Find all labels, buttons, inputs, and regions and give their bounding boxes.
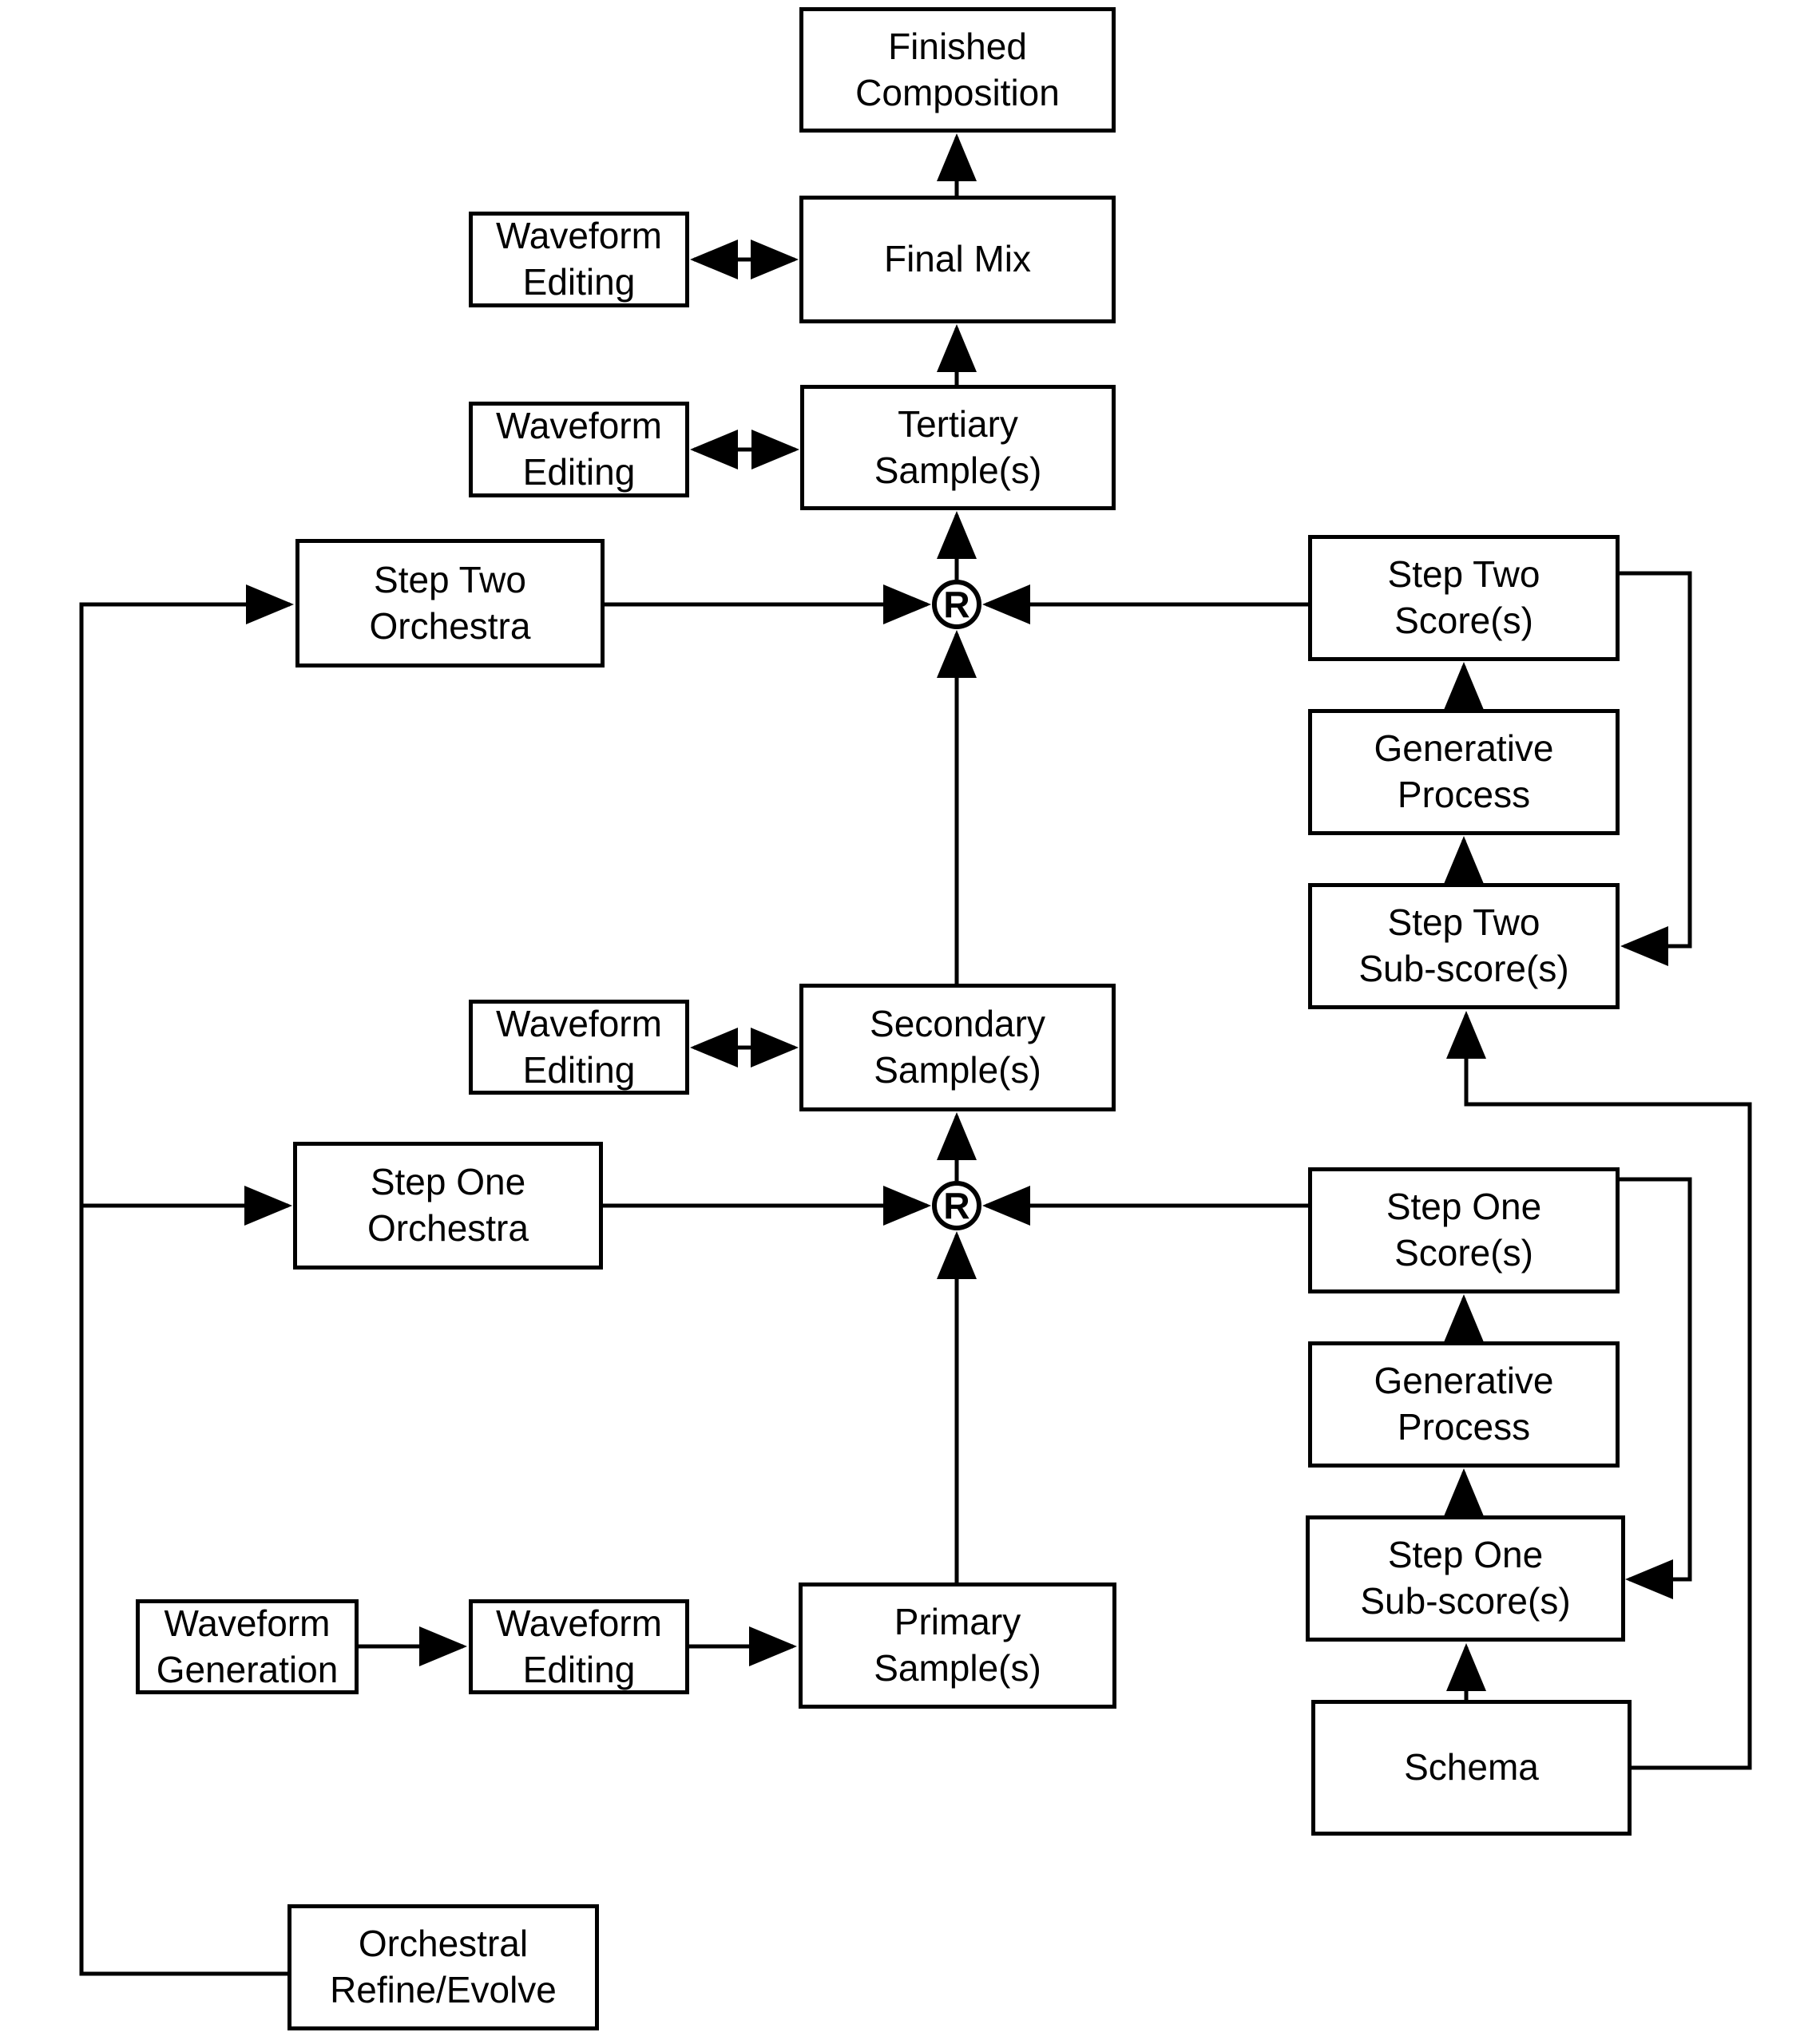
node-waveform-generation: Waveform Generation [136,1599,359,1694]
node-finished-composition-label: Finished Composition [855,25,1060,113]
node-orchestral-refine-evolve: Orchestral Refine/Evolve [287,1904,599,2030]
node-step-one-orchestra-label: Step One Orchestra [367,1161,529,1249]
node-step-two-orchestra: Step Two Orchestra [295,539,605,667]
node-final-mix: Final Mix [799,196,1116,323]
node-generative-process-step-two: Generative Process [1308,709,1620,835]
junction-r-top-label: R [943,584,970,625]
node-schema-label: Schema [1404,1746,1539,1788]
node-primary-samples-label: Primary Sample(s) [874,1601,1041,1689]
node-waveform-editing-final-mix: Waveform Editing [469,212,689,307]
junction-r-bottom: R [932,1181,981,1230]
node-waveform-editing-label: Waveform Editing [496,1602,662,1690]
node-step-two-scores-label: Step Two Score(s) [1387,553,1540,641]
node-step-one-scores: Step One Score(s) [1308,1167,1620,1293]
node-finished-composition: Finished Composition [799,7,1116,133]
connector-schema-loop-to-step-two-subscores [1446,1011,1752,1770]
connector-step-one-scores-loop-to-step-one-subscores [1620,1177,1692,1599]
node-step-one-orchestra: Step One Orchestra [293,1142,603,1270]
junction-r-bottom-label: R [943,1185,970,1226]
node-step-two-subscores: Step Two Sub-score(s) [1308,883,1620,1009]
connector-step-two-scores-loop-to-step-two-subscores [1620,571,1692,966]
node-waveform-editing-label: Waveform Editing [496,1002,662,1091]
node-generative-process-step-one: Generative Process [1308,1341,1620,1468]
node-schema: Schema [1311,1700,1632,1836]
connector-orchestral-refine-to-step-two-orchestra [79,584,294,1976]
node-waveform-editing-secondary: Waveform Editing [469,1000,689,1095]
node-orchestral-refine-evolve-label: Orchestral Refine/Evolve [330,1923,557,2010]
node-tertiary-samples: Tertiary Sample(s) [800,385,1116,510]
node-waveform-editing-label: Waveform Editing [496,215,662,303]
node-generative-process-label: Generative Process [1374,727,1554,815]
node-generative-process-label: Generative Process [1374,1360,1554,1448]
junction-r-top: R [932,580,981,629]
node-primary-samples: Primary Sample(s) [799,1583,1116,1709]
node-secondary-samples: Secondary Sample(s) [799,984,1116,1111]
node-step-one-subscores-label: Step One Sub-score(s) [1360,1534,1571,1622]
node-secondary-samples-label: Secondary Sample(s) [870,1003,1045,1091]
node-step-one-scores-label: Step One Score(s) [1386,1186,1542,1274]
node-step-two-subscores-label: Step Two Sub-score(s) [1358,901,1569,989]
node-waveform-generation-label: Waveform Generation [156,1602,339,1690]
node-waveform-editing-label: Waveform Editing [496,405,662,493]
node-step-one-subscores: Step One Sub-score(s) [1306,1515,1625,1642]
node-tertiary-samples-label: Tertiary Sample(s) [874,402,1042,491]
node-step-two-scores: Step Two Score(s) [1308,535,1620,661]
node-waveform-editing-tertiary: Waveform Editing [469,402,689,497]
node-final-mix-label: Final Mix [883,238,1032,280]
node-waveform-editing-primary: Waveform Editing [469,1599,689,1694]
node-step-two-orchestra-label: Step Two Orchestra [369,558,531,647]
